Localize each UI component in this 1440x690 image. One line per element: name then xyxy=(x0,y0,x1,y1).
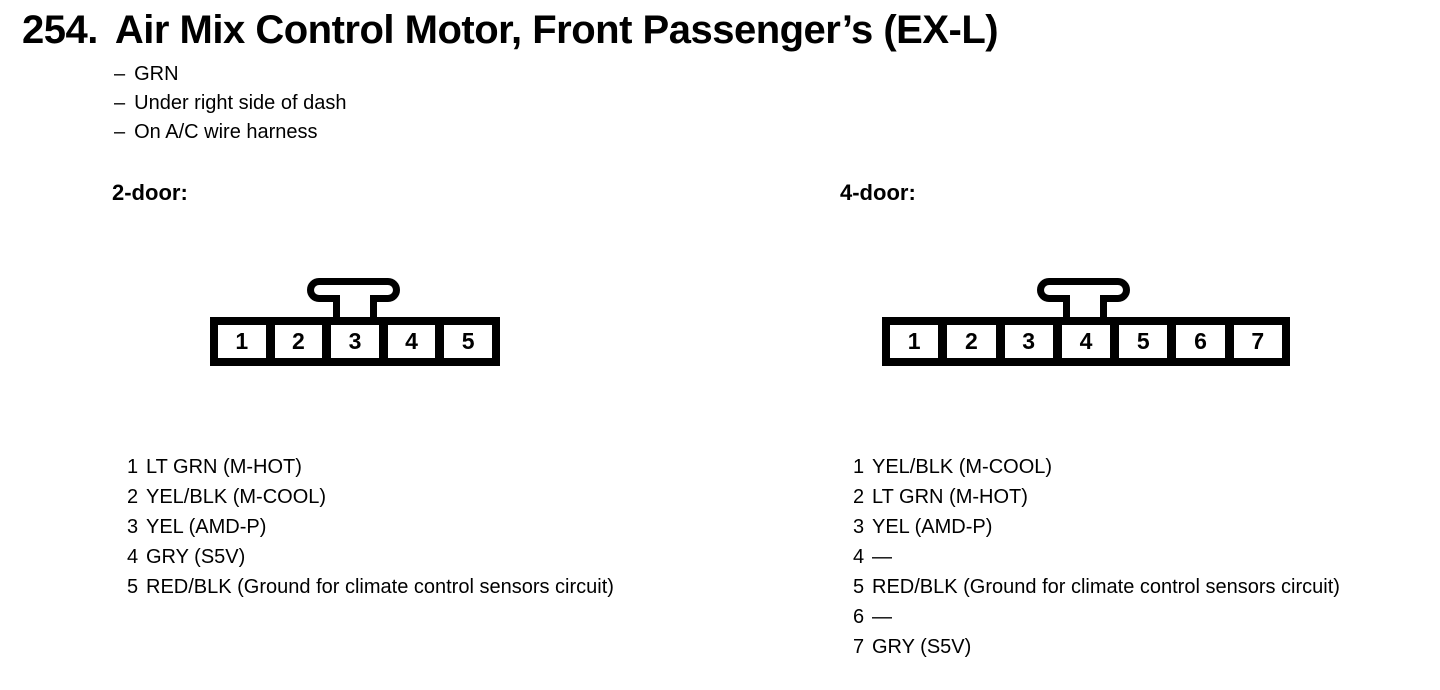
pin-wire-label: RED/BLK (Ground for climate control sens… xyxy=(146,576,614,598)
note-text: Under right side of dash xyxy=(134,92,347,114)
dash-bullet: – xyxy=(114,92,126,114)
dash-bullet: – xyxy=(114,63,126,85)
pin-cell: 4 xyxy=(1061,325,1111,358)
note-item: – On A/C wire harness xyxy=(114,118,346,147)
pinout-row: 1 LT GRN (M-HOT) xyxy=(127,452,614,482)
pinout-row: 3 YEL (AMD-P) xyxy=(853,512,1340,542)
pinout-row: 2 LT GRN (M-HOT) xyxy=(853,482,1340,512)
section-label-2door: 2-door: xyxy=(112,180,188,205)
pinout-list-4door: 1 YEL/BLK (M-COOL) 2 LT GRN (M-HOT) 3 YE… xyxy=(853,452,1340,662)
pin-wire-label: YEL/BLK (M-COOL) xyxy=(146,486,327,508)
pinout-row: 4 — xyxy=(853,542,1340,572)
pin-cell: 4 xyxy=(387,325,436,358)
pin-cell: 2 xyxy=(947,325,996,358)
pin-cell: 1 xyxy=(218,325,266,358)
pin-number: 5 xyxy=(853,576,865,598)
pin-cell: 5 xyxy=(1119,325,1168,358)
pin-wire-label: GRY (S5V) xyxy=(872,636,972,658)
pin-cell: 7 xyxy=(1233,325,1282,358)
connector-latch-2door xyxy=(307,278,400,320)
pin-cell: 2 xyxy=(274,325,323,358)
pinout-row: 4 GRY (S5V) xyxy=(127,542,614,572)
pin-wire-label: YEL/BLK (M-COOL) xyxy=(872,456,1053,478)
note-item: – Under right side of dash xyxy=(114,89,346,118)
pin-wire-label: YEL (AMD-P) xyxy=(146,516,267,538)
pinout-row: 5 RED/BLK (Ground for climate control se… xyxy=(853,572,1340,602)
pin-wire-label: — xyxy=(872,606,892,628)
pinout-row: 1 YEL/BLK (M-COOL) xyxy=(853,452,1340,482)
pin-number: 6 xyxy=(853,606,865,628)
connector-4door: 1 2 3 4 5 6 7 xyxy=(882,317,1290,366)
pin-wire-label: RED/BLK (Ground for climate control sens… xyxy=(872,576,1340,598)
pin-number: 3 xyxy=(853,516,865,538)
pin-cell: 3 xyxy=(331,325,379,358)
entry-number: 254. xyxy=(22,8,98,52)
section-label-4door: 4-door: xyxy=(840,180,916,205)
note-item: – GRN xyxy=(114,60,346,89)
pinout-row: 6 — xyxy=(853,602,1340,632)
pin-number: 2 xyxy=(127,486,139,508)
pinout-row: 2 YEL/BLK (M-COOL) xyxy=(127,482,614,512)
entry-title: Air Mix Control Motor, Front Passenger’s… xyxy=(114,8,999,52)
pin-wire-label: — xyxy=(872,546,892,568)
page-title: 254. Air Mix Control Motor, Front Passen… xyxy=(22,8,999,53)
pin-cell: 6 xyxy=(1176,325,1225,358)
pinout-row: 5 RED/BLK (Ground for climate control se… xyxy=(127,572,614,602)
pin-wire-label: LT GRN (M-HOT) xyxy=(872,486,1028,508)
pin-wire-label: GRY (S5V) xyxy=(146,546,246,568)
note-text: GRN xyxy=(134,63,179,85)
pin-number: 5 xyxy=(127,576,139,598)
pinout-row: 3 YEL (AMD-P) xyxy=(127,512,614,542)
connector-2door: 1 2 3 4 5 xyxy=(210,317,500,366)
pin-number: 1 xyxy=(853,456,865,478)
pin-number: 7 xyxy=(853,636,865,658)
pin-number: 2 xyxy=(853,486,865,508)
pin-cell: 1 xyxy=(890,325,939,358)
pin-cell: 5 xyxy=(444,325,492,358)
dash-bullet: – xyxy=(114,121,126,143)
pin-cell: 3 xyxy=(1004,325,1053,358)
pin-number: 1 xyxy=(127,456,139,478)
note-text: On A/C wire harness xyxy=(134,121,318,143)
pin-number: 4 xyxy=(127,546,139,568)
connector-latch-4door xyxy=(1037,278,1130,320)
pin-number: 4 xyxy=(853,546,865,568)
pin-number: 3 xyxy=(127,516,139,538)
pin-wire-label: YEL (AMD-P) xyxy=(872,516,993,538)
pinout-row: 7 GRY (S5V) xyxy=(853,632,1340,662)
pin-wire-label: LT GRN (M-HOT) xyxy=(146,456,302,478)
pinout-list-2door: 1 LT GRN (M-HOT) 2 YEL/BLK (M-COOL) 3 YE… xyxy=(127,452,614,602)
notes-list: – GRN – Under right side of dash – On A/… xyxy=(114,60,346,147)
